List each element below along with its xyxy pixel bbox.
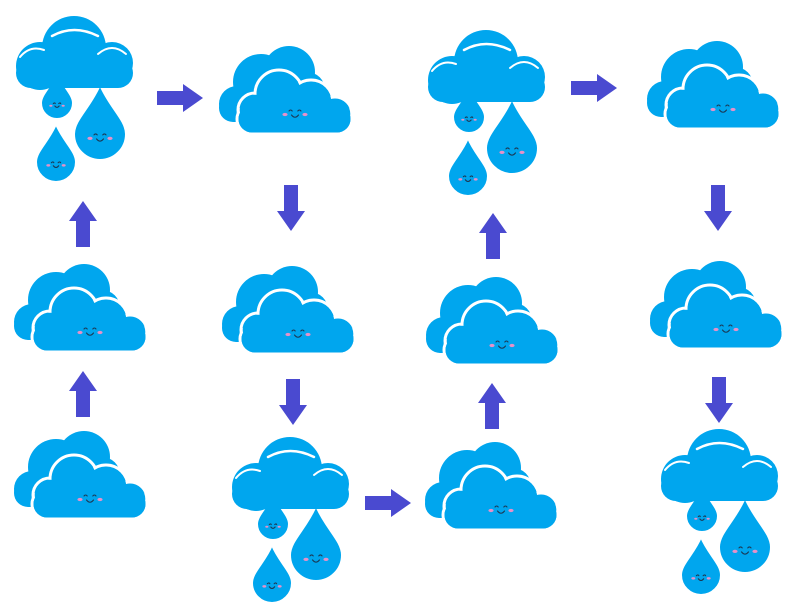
raindrop-large bbox=[288, 502, 344, 582]
arrow-icon-down bbox=[705, 377, 733, 423]
rain-cloud-icon bbox=[428, 30, 545, 197]
rain-cloud-icon bbox=[661, 429, 778, 596]
arrow-icon-right bbox=[365, 489, 411, 517]
arrow-icon-right bbox=[157, 84, 203, 112]
raindrop-large bbox=[484, 95, 540, 175]
cloud-icon bbox=[222, 266, 357, 356]
raindrop-face bbox=[691, 574, 711, 582]
cloud-icon bbox=[647, 41, 782, 131]
front-cloud bbox=[663, 63, 782, 131]
cloud-icon bbox=[426, 277, 561, 367]
raindrop-face bbox=[46, 161, 66, 169]
front-cloud bbox=[238, 288, 357, 356]
cloud-face bbox=[285, 329, 311, 338]
front-cloud bbox=[235, 68, 354, 136]
raindrop-face bbox=[262, 582, 282, 590]
arrow-icon-up bbox=[479, 213, 507, 259]
raindrop-face bbox=[265, 523, 281, 529]
raindrop-small-top bbox=[451, 83, 487, 134]
raindrop-small-top bbox=[255, 490, 291, 541]
cloud-face bbox=[710, 104, 736, 113]
arrow-icon-up bbox=[478, 383, 506, 429]
arrow-icon-right bbox=[571, 74, 617, 102]
front-cloud bbox=[666, 283, 785, 351]
arrow-icon-down bbox=[279, 379, 307, 425]
front-cloud bbox=[30, 453, 149, 521]
raindrop-face bbox=[732, 546, 758, 555]
raindrop-small-top bbox=[684, 482, 720, 533]
cloud-face bbox=[77, 327, 103, 336]
cloud-face bbox=[282, 109, 308, 118]
front-cloud bbox=[441, 464, 560, 532]
raindrop-large bbox=[717, 494, 773, 574]
cloud-icon bbox=[650, 261, 785, 351]
raindrop-face bbox=[49, 102, 65, 108]
cloud-face bbox=[488, 505, 514, 514]
cloud-face bbox=[489, 340, 515, 349]
rain-cloud bbox=[661, 429, 778, 503]
cloud-face bbox=[77, 494, 103, 503]
front-cloud bbox=[442, 299, 561, 367]
raindrop-face bbox=[303, 554, 329, 563]
raindrop-small-bottom bbox=[250, 542, 294, 604]
cloud-icon bbox=[425, 442, 560, 532]
raindrop-face bbox=[87, 133, 113, 142]
rain-cloud bbox=[232, 437, 349, 511]
front-cloud bbox=[30, 286, 149, 354]
raindrop-small-bottom bbox=[446, 135, 490, 197]
raindrop-large bbox=[72, 81, 128, 161]
arrow-icon-up bbox=[69, 201, 97, 247]
rain-cloud-icon bbox=[232, 437, 349, 604]
raindrop-face bbox=[694, 515, 710, 521]
cloud-icon bbox=[219, 46, 354, 136]
cloud-icon bbox=[14, 431, 149, 521]
arrow-icon-down bbox=[704, 185, 732, 231]
raindrop-small-top bbox=[39, 69, 75, 120]
raindrop-face bbox=[461, 116, 477, 122]
raindrop-face bbox=[499, 147, 525, 156]
rain-cloud-icon bbox=[16, 16, 133, 183]
cloud-face bbox=[713, 324, 739, 333]
cloud-icon bbox=[14, 264, 149, 354]
arrow-icon-up bbox=[69, 371, 97, 417]
raindrop-face bbox=[458, 175, 478, 183]
raindrop-small-bottom bbox=[679, 534, 723, 596]
rain-cloud bbox=[16, 16, 133, 90]
arrow-icon-down bbox=[277, 185, 305, 231]
raindrop-small-bottom bbox=[34, 121, 78, 183]
rain-cloud bbox=[428, 30, 545, 104]
